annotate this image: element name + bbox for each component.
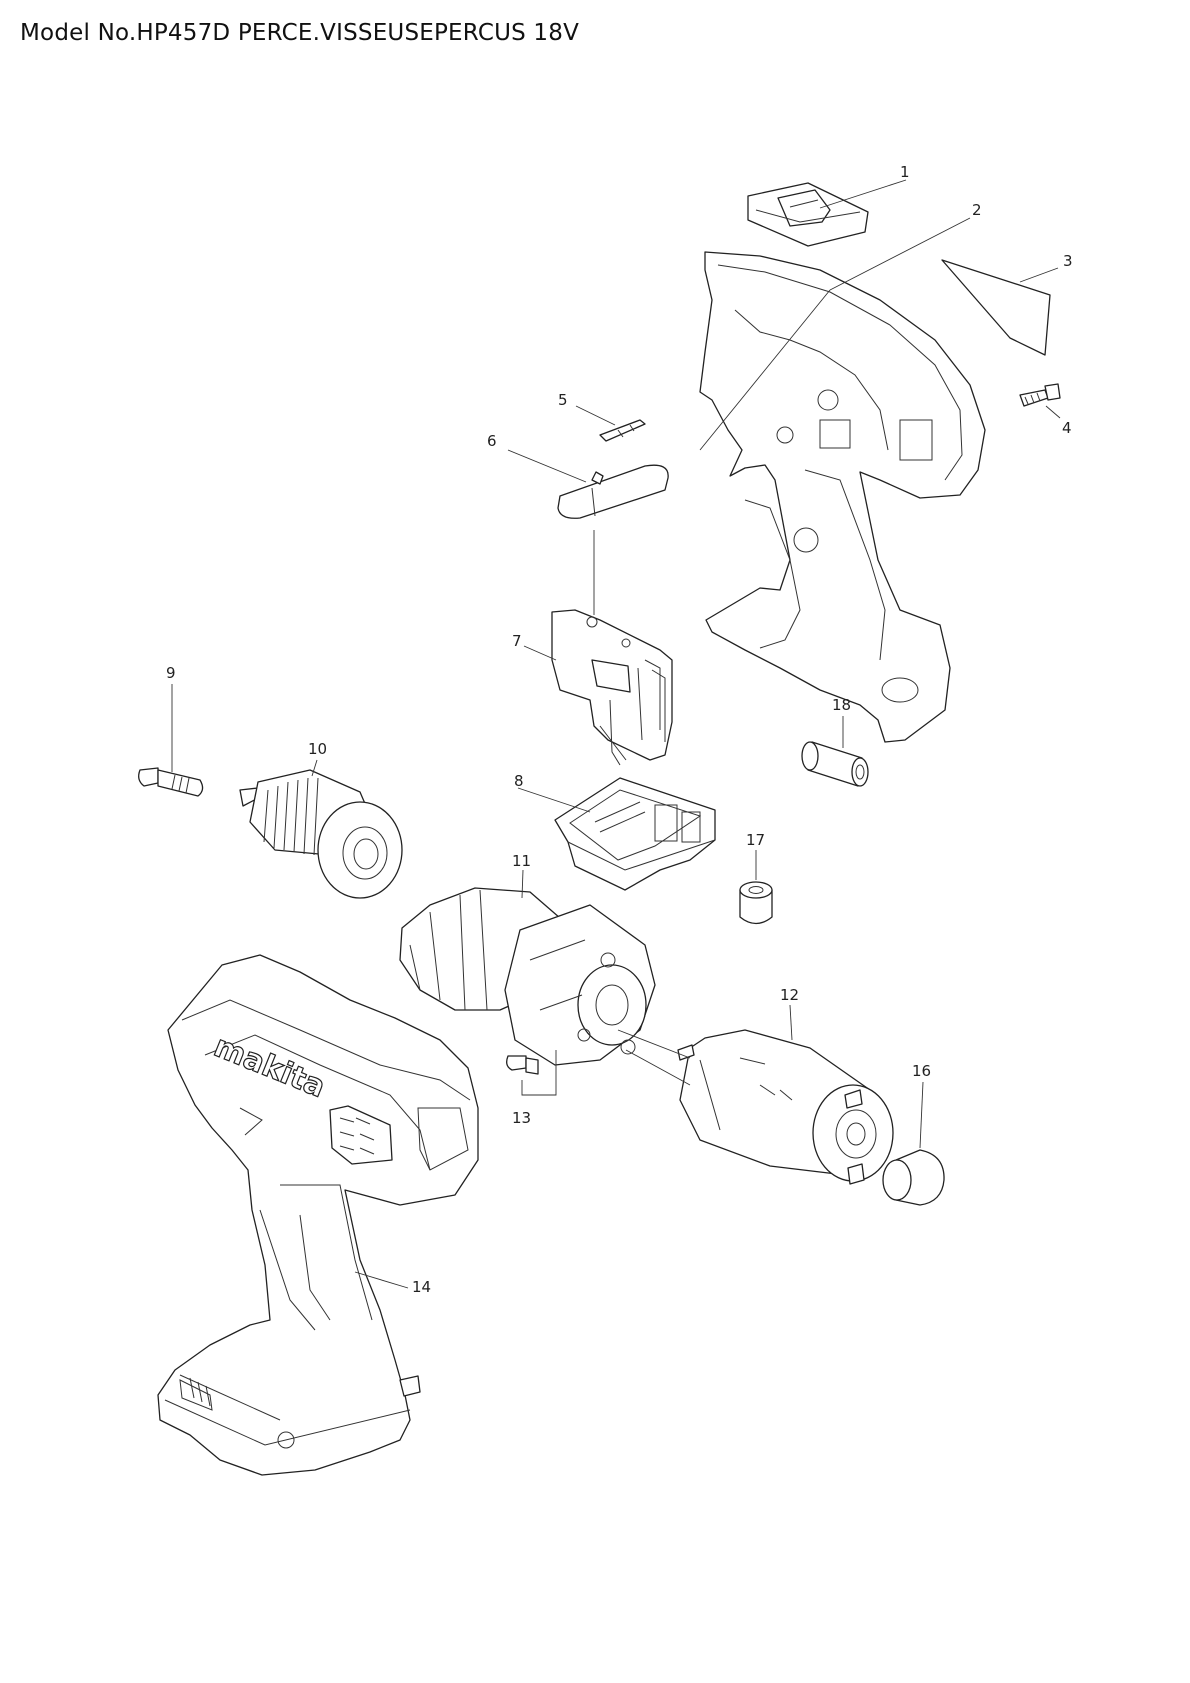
callout-14: 14 bbox=[412, 1278, 431, 1296]
callout-5: 5 bbox=[558, 391, 568, 409]
part-2-housing-half bbox=[699, 251, 986, 743]
callout-18: 18 bbox=[832, 696, 851, 714]
callout-3: 3 bbox=[1063, 252, 1073, 270]
callout-7: 7 bbox=[512, 632, 522, 650]
part-4-screw bbox=[1019, 383, 1061, 407]
callout-10: 10 bbox=[308, 740, 327, 758]
leader-lines bbox=[171, 179, 1061, 1289]
part-11-gear-assembly bbox=[399, 887, 656, 1066]
part-13-small-bolt bbox=[506, 1055, 539, 1075]
part-14-housing-assembly: makita bbox=[157, 954, 479, 1476]
callout-numbers: 1 2 3 4 5 6 7 8 9 10 11 12 13 14 16 17 1… bbox=[166, 163, 1073, 1296]
callout-2: 2 bbox=[972, 201, 982, 219]
callout-13: 13 bbox=[512, 1109, 531, 1127]
callout-16: 16 bbox=[912, 1062, 931, 1080]
part-1-cover-plate bbox=[747, 182, 869, 247]
callout-11: 11 bbox=[512, 852, 531, 870]
callout-17: 17 bbox=[746, 831, 765, 849]
callout-4: 4 bbox=[1062, 419, 1072, 437]
part-8-base-plate bbox=[554, 777, 716, 891]
part-6-shift-lever bbox=[557, 464, 669, 519]
part-17-bushing bbox=[739, 881, 773, 925]
callout-1: 1 bbox=[900, 163, 910, 181]
callout-12: 12 bbox=[780, 986, 799, 1004]
part-16-cap bbox=[882, 1149, 945, 1206]
part-3-label bbox=[941, 259, 1051, 356]
callout-6: 6 bbox=[487, 432, 497, 450]
page-title: Model No.HP457D PERCE.VISSEUSEPERCUS 18V bbox=[20, 20, 580, 46]
part-7-switch bbox=[551, 609, 673, 766]
part-12-motor bbox=[677, 1029, 894, 1185]
callout-9: 9 bbox=[166, 664, 176, 682]
part-9-bolt bbox=[138, 767, 204, 797]
part-5-clip bbox=[599, 419, 646, 442]
part-10-keyless-chuck bbox=[239, 769, 403, 899]
callout-8: 8 bbox=[514, 772, 524, 790]
part-18-sleeve bbox=[801, 741, 869, 787]
